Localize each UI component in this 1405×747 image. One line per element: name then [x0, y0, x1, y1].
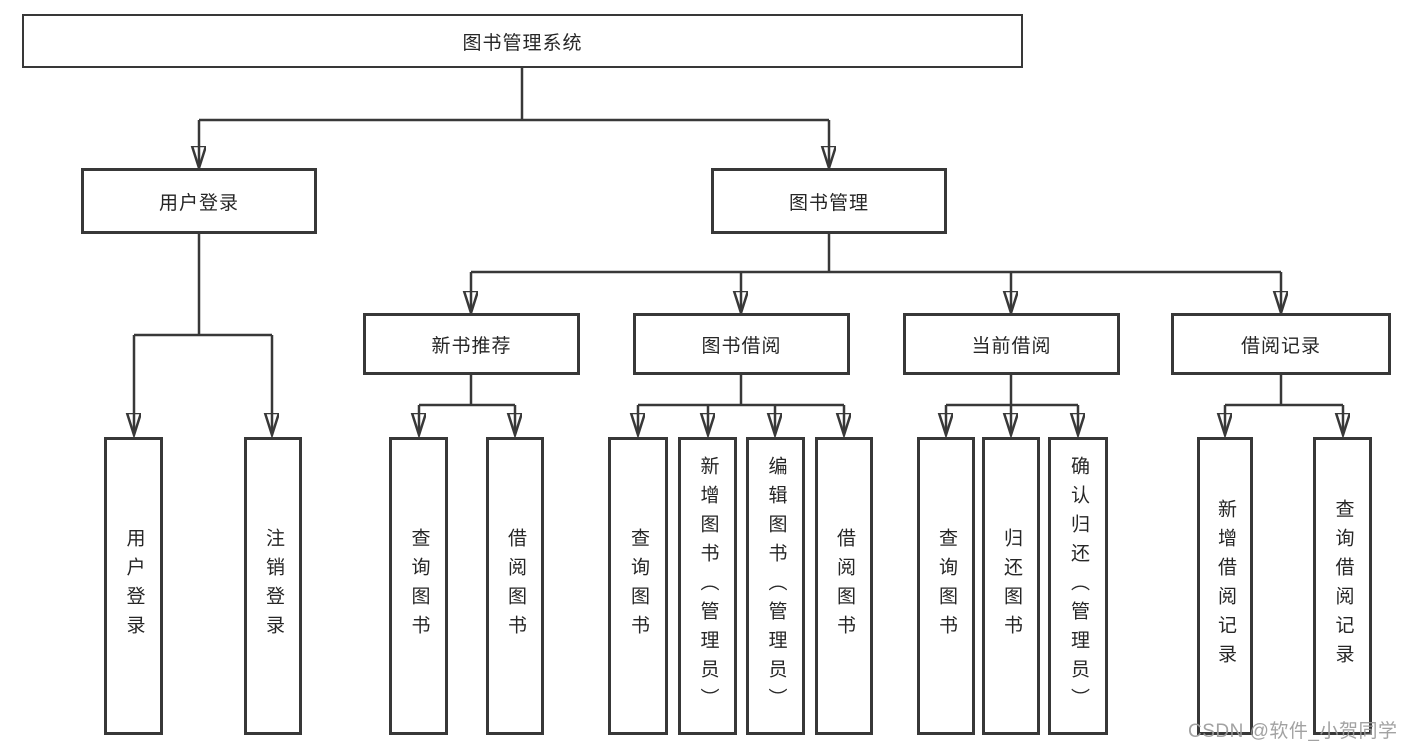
- leaf-query-books-recommend-label: 查询图书: [408, 528, 430, 644]
- node-book-borrowing: 图书借阅: [633, 313, 850, 375]
- node-borrowing-records: 借阅记录: [1171, 313, 1391, 375]
- node-book-management: 图书管理: [711, 168, 947, 234]
- node-new-book-recommend: 新书推荐: [363, 313, 580, 375]
- leaf-borrow-books-borrowing-label: 借阅图书: [833, 528, 855, 644]
- leaf-query-books-recommend: 查询图书: [389, 437, 448, 735]
- leaf-return-books: 归还图书: [982, 437, 1040, 735]
- leaf-return-books-label: 归还图书: [1000, 528, 1022, 644]
- leaf-add-borrow-record: 新增借阅记录: [1197, 437, 1253, 735]
- leaf-add-books-admin-label: 新增图书（管理员）: [697, 455, 719, 717]
- leaf-logout: 注销登录: [244, 437, 302, 735]
- node-user-login: 用户登录: [81, 168, 317, 234]
- leaf-confirm-return-admin: 确认归还（管理员）: [1048, 437, 1108, 735]
- node-library-management-system: 图书管理系统: [22, 14, 1023, 68]
- leaf-borrow-books-recommend-label: 借阅图书: [504, 528, 526, 644]
- node-book-management-label: 图书管理: [788, 192, 869, 214]
- node-current-borrowing: 当前借阅: [903, 313, 1120, 375]
- leaf-query-books-current-label: 查询图书: [935, 528, 957, 644]
- leaf-query-borrow-record-label: 查询借阅记录: [1332, 499, 1354, 673]
- leaf-add-borrow-record-label: 新增借阅记录: [1214, 499, 1236, 673]
- leaf-query-books-borrowing-label: 查询图书: [627, 528, 649, 644]
- node-current-borrowing-label: 当前借阅: [971, 335, 1052, 357]
- leaf-user-login-label: 用户登录: [123, 528, 145, 644]
- node-borrowing-records-label: 借阅记录: [1240, 335, 1321, 357]
- node-library-management-system-label: 图书管理系统: [462, 32, 583, 54]
- leaf-user-login: 用户登录: [104, 437, 163, 735]
- leaf-confirm-return-admin-label: 确认归还（管理员）: [1067, 455, 1089, 717]
- leaf-query-books-current: 查询图书: [917, 437, 975, 735]
- node-new-book-recommend-label: 新书推荐: [431, 335, 512, 357]
- node-user-login-label: 用户登录: [158, 192, 239, 214]
- csdn-watermark: CSDN @软件_小贺同学: [1188, 721, 1398, 742]
- leaf-query-books-borrowing: 查询图书: [608, 437, 668, 735]
- leaf-add-books-admin: 新增图书（管理员）: [678, 437, 737, 735]
- leaf-logout-label: 注销登录: [262, 528, 284, 644]
- leaf-query-borrow-record: 查询借阅记录: [1313, 437, 1372, 735]
- leaf-edit-books-admin-label: 编辑图书（管理员）: [765, 455, 787, 717]
- node-book-borrowing-label: 图书借阅: [701, 335, 782, 357]
- leaf-borrow-books-recommend: 借阅图书: [486, 437, 544, 735]
- leaf-edit-books-admin: 编辑图书（管理员）: [746, 437, 805, 735]
- leaf-borrow-books-borrowing: 借阅图书: [815, 437, 873, 735]
